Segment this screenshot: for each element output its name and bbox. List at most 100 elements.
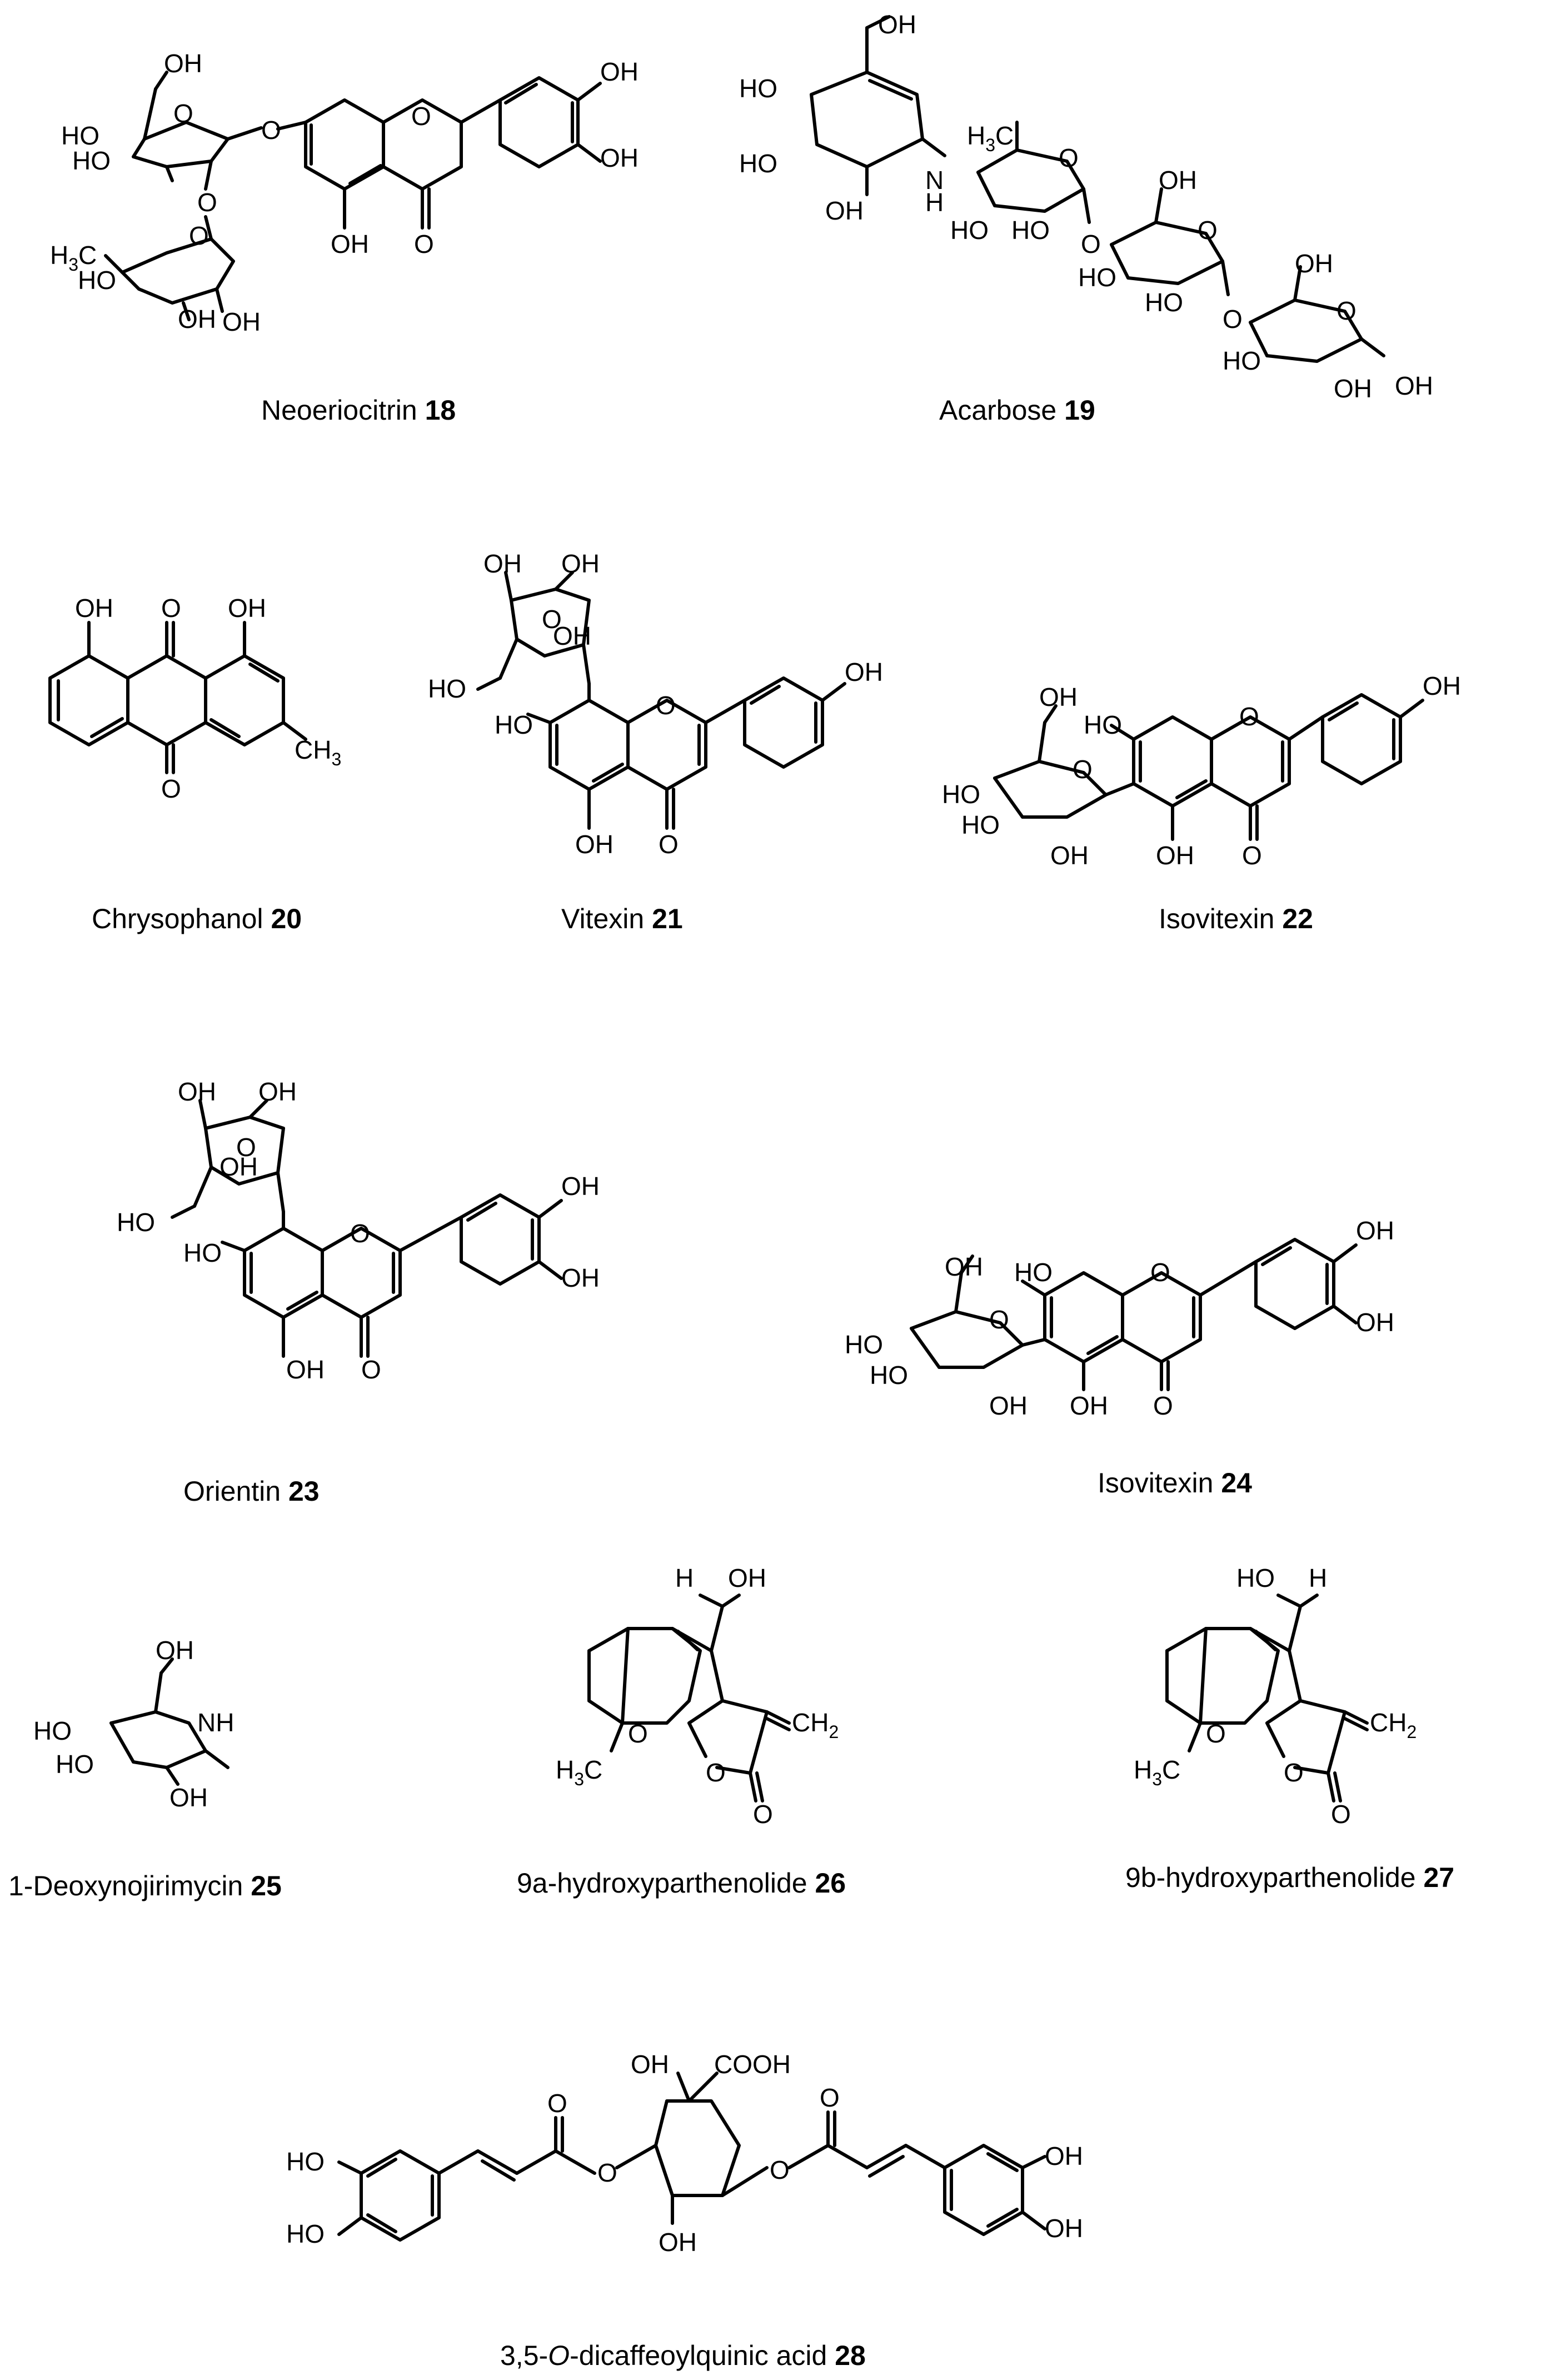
structure-1-deoxynojirimycin: OH HO HO NH OH 1-Deoxynojirimycin 25 xyxy=(8,1636,282,1901)
structure-chrysophanol: OH O OH O CH3 Chrysophanol 20 xyxy=(48,594,341,934)
label-oh: OH xyxy=(878,10,916,39)
label-carbonyl-o: O xyxy=(1153,1391,1173,1420)
label-ch2: CH2 xyxy=(792,1708,839,1742)
label-carbonyl-o: O xyxy=(414,230,434,258)
label-ho: HO xyxy=(942,780,980,809)
caption-dicaffeoylquinic-acid: 3,5-O-dicaffeoylquinic acid 28 xyxy=(500,2340,866,2371)
label-ho: HO xyxy=(286,2147,325,2176)
label-ch2: CH2 xyxy=(1370,1708,1417,1742)
label-oh: OH xyxy=(845,658,883,686)
label-oh: OH xyxy=(825,196,864,225)
label-oh: OH xyxy=(1159,166,1197,195)
structure-9b-hydroxyparthenolide: HO H O H3C O CH2 O 9b-hydroxyparthenolid… xyxy=(1125,1564,1454,1893)
structure-acarbose: OH HO HO OH N H H3C O HO HO O OH O HO HO… xyxy=(739,10,1433,426)
label-ho: HO xyxy=(1223,346,1261,375)
structure-orientin: OH OH O OH HO HO O OH O OH OH Orientin 2… xyxy=(117,1077,600,1507)
label-ch3: CH3 xyxy=(295,735,341,769)
label-ring-o: O xyxy=(1336,296,1356,325)
caption-chrysophanol: Chrysophanol 20 xyxy=(92,903,302,934)
label-oh: OH xyxy=(1070,1391,1108,1420)
label-carbonyl-o: O xyxy=(547,2089,567,2118)
label-oh: OH xyxy=(331,230,369,258)
label-cooh: COOH xyxy=(714,2050,791,2079)
label-ho: HO xyxy=(495,710,533,739)
label-ho: HO xyxy=(78,266,116,295)
label-ho: HO xyxy=(739,74,777,103)
label-oh: OH xyxy=(945,1252,983,1281)
label-h: H xyxy=(675,1564,694,1592)
label-ring-o: O xyxy=(542,605,562,634)
label-ho: HO xyxy=(845,1330,883,1359)
label-n: N xyxy=(925,166,944,195)
structure-9a-hydroxyparthenolide: H OH O H3C O CH2 O 9a-hydroxyparthenolid… xyxy=(517,1564,846,1899)
label-ring-o: O xyxy=(1073,755,1093,784)
label-oh: OH xyxy=(1295,249,1333,278)
label-oh: OH xyxy=(1156,841,1194,870)
label-oh: OH xyxy=(75,594,113,623)
label-h3c: H3C xyxy=(1134,1755,1180,1789)
label-nh: NH xyxy=(197,1708,234,1737)
label-ho: HO xyxy=(72,146,111,175)
label-h3c: H3C xyxy=(556,1755,602,1789)
label-oh: OH xyxy=(1423,671,1461,700)
label-link-o: O xyxy=(1081,230,1101,258)
label-carbonyl-o: O xyxy=(753,1800,773,1829)
label-oh: OH xyxy=(178,1077,216,1106)
label-oh: OH xyxy=(1356,1216,1394,1245)
label-lactone-o: O xyxy=(706,1758,726,1787)
label-carbonyl-o: O xyxy=(1331,1800,1351,1829)
label-oh: OH xyxy=(1045,2214,1083,2243)
label-oh: OH xyxy=(989,1391,1028,1420)
label-oh: OH xyxy=(220,1152,258,1181)
label-ester-o: O xyxy=(770,2155,790,2184)
label-ring-o: O xyxy=(989,1305,1009,1334)
label-h3c: H3C xyxy=(50,241,97,275)
label-h: H xyxy=(1309,1564,1327,1592)
label-ring-o: O xyxy=(411,102,431,131)
label-ho: HO xyxy=(286,2219,325,2248)
label-oh: OH xyxy=(600,57,639,86)
label-ho: HO xyxy=(1236,1564,1275,1592)
structure-isovitexin-22: OH HO HO O OH HO O OH O OH Isovitexin 22 xyxy=(942,671,1461,934)
label-link-o: O xyxy=(261,116,281,145)
label-ester-o: O xyxy=(597,2158,617,2187)
label-ho: HO xyxy=(1014,1258,1053,1287)
label-ho: HO xyxy=(428,674,466,703)
label-oh: OH xyxy=(575,830,614,859)
label-ring-o: O xyxy=(1239,702,1259,731)
structure-isovitexin-24: OH HO HO O OH HO O OH O OH OH Isovitexin… xyxy=(845,1216,1394,1498)
label-oh: OH xyxy=(228,594,266,623)
caption-acarbose: Acarbose 19 xyxy=(939,395,1095,426)
label-oh: OH xyxy=(1395,371,1433,400)
label-lactone-o: O xyxy=(1284,1758,1304,1787)
label-h: H xyxy=(925,188,944,217)
label-ring-o: O xyxy=(173,99,193,128)
label-oh: OH xyxy=(156,1636,194,1665)
label-carbonyl-o: O xyxy=(1242,841,1262,870)
label-oh: OH xyxy=(1334,374,1372,403)
label-oh: OH xyxy=(561,1172,600,1201)
label-ring-o: O xyxy=(1198,216,1218,245)
caption-9b-hydroxyparthenolide: 9b-hydroxyparthenolide 27 xyxy=(1125,1862,1454,1893)
label-carbonyl-o: O xyxy=(161,774,181,803)
label-oh: OH xyxy=(728,1564,766,1592)
label-carbonyl-o: O xyxy=(161,594,181,623)
label-oh: OH xyxy=(553,621,591,650)
caption-neoeriocitrin: Neoeriocitrin 18 xyxy=(261,395,456,426)
label-ring-o: O xyxy=(189,221,209,250)
label-ring-o: O xyxy=(1150,1258,1170,1287)
structure-neoeriocitrin: OH HO HO O O O O H3C HO OH OH O OH O OH … xyxy=(50,49,639,426)
label-ho: HO xyxy=(739,149,777,178)
label-ring-o: O xyxy=(656,691,676,720)
label-oh: OH xyxy=(1045,2142,1083,2170)
label-carbonyl-o: O xyxy=(659,830,679,859)
caption-9a-hydroxyparthenolide: 9a-hydroxyparthenolide 26 xyxy=(517,1868,846,1899)
label-ho: HO xyxy=(870,1361,908,1390)
label-ring-o: O xyxy=(1059,143,1079,172)
label-ho: HO xyxy=(1084,710,1122,739)
label-ho: HO xyxy=(950,216,989,245)
label-ho: HO xyxy=(56,1750,94,1779)
label-oh: OH xyxy=(659,2228,697,2257)
label-oh: OH xyxy=(561,549,600,578)
label-ho: HO xyxy=(1145,288,1183,317)
